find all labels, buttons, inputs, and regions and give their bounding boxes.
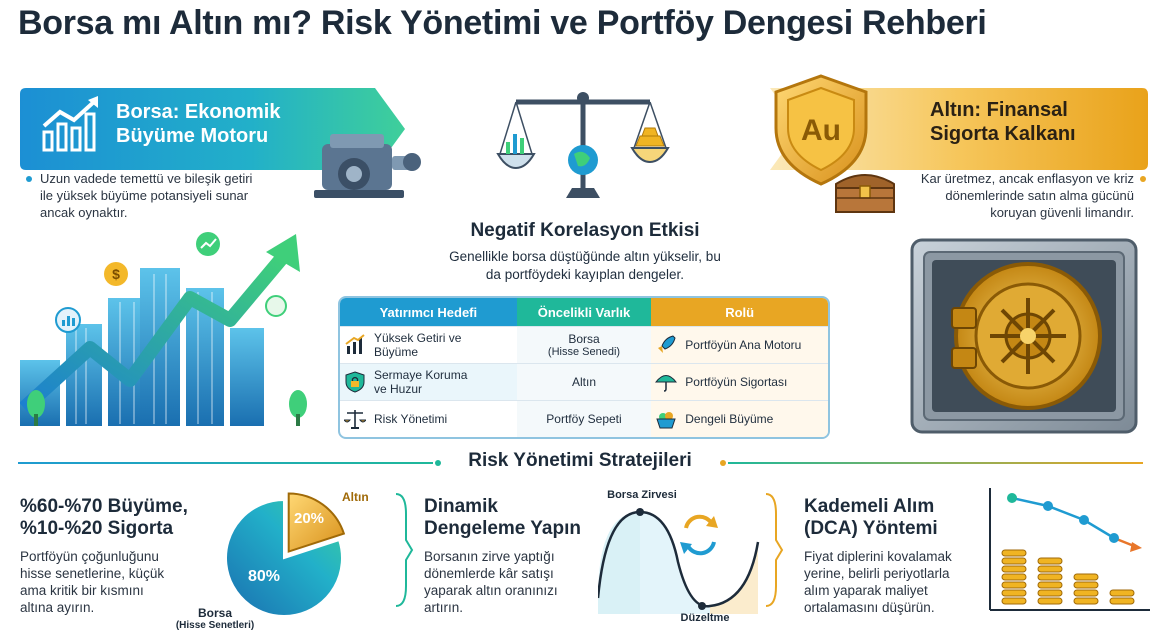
divider-dot: [720, 460, 726, 466]
dca-coins-diagram: [989, 488, 1150, 611]
comparison-table: Yatırımcı Hedefi Öncelikli Varlık Rolü Y…: [338, 296, 830, 439]
chart-icon: [345, 334, 365, 354]
strategy2-desc-3: yaparak altın oranınızı: [424, 583, 558, 598]
allocation-pie-chart: [225, 492, 346, 617]
stock-banner-title-1: Borsa: Ekonomik: [116, 101, 281, 123]
gold-desc-3: koruyan güvenli limandır.: [990, 205, 1134, 220]
correlation-desc-2: da portföydeki kayıplan dengeler.: [485, 267, 685, 282]
gold-desc-1: Kar üretmez, ancak enflasyon ve kriz: [920, 171, 1134, 186]
city-growth-illustration: $: [20, 232, 307, 426]
strategy1-desc-2: hisse senetlerine, küçük: [20, 566, 165, 581]
table-header-goal: Yatırımcı Hedefi: [340, 298, 517, 326]
pie-gold-pct: 20%: [294, 510, 325, 527]
pie-slice-stock: [225, 498, 343, 617]
strategy2-desc-2: dönemlerde kâr satışı: [424, 566, 554, 581]
correlation-desc: Genellikle borsa düştüğünde altın yüksel…: [420, 248, 750, 284]
strategy2-title-1: Dinamik: [424, 496, 498, 517]
goal-line2: ve Huzur: [374, 382, 423, 396]
pie-stock-label-2: (Hisse Senetleri): [175, 620, 255, 631]
role-label: Portföyün Sigortası: [685, 375, 788, 389]
strategy3-desc-2: yerine, belirli periyotlarla: [804, 566, 950, 581]
peak-label: Borsa Zirvesi: [607, 489, 677, 501]
asset-line1: Borsa: [568, 332, 600, 346]
strategy1-desc-4: altına ayırın.: [20, 600, 95, 615]
asset-line2: (Hisse Senedi): [547, 346, 621, 358]
asset-line1: Altın: [571, 375, 596, 389]
pie-stock-pct: 80%: [248, 568, 281, 585]
goal-line1: Sermaye Koruma: [374, 368, 468, 382]
shield-lock-icon: [345, 371, 365, 393]
strategy3-title-2: (DCA) Yöntemi: [804, 518, 938, 539]
strategy1-desc-1: Portföyün çoğunluğunu: [20, 549, 159, 564]
pie-stock-label-1: Borsa: [197, 606, 232, 620]
role-label: Dengeli Büyüme: [685, 412, 774, 426]
svg-text:$: $: [112, 266, 120, 282]
rebalance-wave-diagram: [598, 508, 760, 614]
strategy2-desc-1: Borsanın zirve yaptığı: [424, 549, 555, 564]
page-title: Borsa mı Altın mı? Risk Yönetimi ve Port…: [18, 4, 987, 42]
strategy3-desc-4: ortalamasını düşürün.: [804, 600, 935, 615]
engine-icon: [314, 134, 421, 198]
pie-slice-gold: [287, 492, 346, 553]
scale-icon: [344, 410, 366, 429]
goal-line1: Yüksek Getiri ve: [374, 331, 462, 345]
chevron-right-icon: [765, 493, 784, 607]
umbrella-icon: [655, 375, 678, 392]
strategy2-desc-4: artırın.: [424, 600, 464, 615]
gold-banner-title-1: Altın: Finansal: [930, 99, 1068, 121]
stock-desc-1: Uzun vadede temettü ve bileşik getiri: [40, 171, 253, 186]
balance-scale-icon: [496, 92, 670, 198]
correlation-desc-1: Genellikle borsa düştüğünde altın yüksel…: [449, 249, 721, 264]
stock-banner-title-2: Büyüme Motoru: [116, 125, 269, 147]
goal-line2: Büyüme: [374, 345, 419, 359]
dip-label: Düzeltme: [680, 612, 730, 624]
asset-line1: Portföy Sepeti: [546, 412, 622, 426]
rocket-icon: [658, 335, 676, 353]
treasure-chest-icon: [835, 174, 895, 213]
strategy1-title-2: %10-%20 Sigorta: [20, 518, 174, 539]
pie-gold-label: Altın: [342, 490, 369, 504]
stock-banner: [20, 88, 405, 170]
stock-desc-2: ile yüksek büyüme potansiyeli sunar: [40, 188, 249, 203]
strategy1-title-1: %60-%70 Büyüme,: [20, 496, 188, 517]
table-header-asset: Öncelikli Varlık: [516, 298, 652, 326]
strategies-title: Risk Yönetimi Stratejileri: [468, 450, 692, 471]
chevron-right-icon: [395, 493, 414, 607]
bullet-dot: [26, 176, 32, 182]
gold-shield-icon: [774, 74, 868, 186]
stock-desc-3: ancak oynaktır.: [40, 205, 128, 220]
table-row: Risk Yönetimi Portföy Sepeti Dengeli Büy…: [340, 400, 828, 437]
table-header-role: Rolü: [651, 298, 828, 326]
strategy1-desc-3: ama kritik bir kısmını: [20, 583, 144, 598]
section-divider-right: [728, 462, 1143, 464]
bullet-dot: [1140, 176, 1146, 182]
basket-icon: [656, 412, 676, 429]
role-label: Portföyün Ana Motoru: [685, 338, 802, 352]
strategy3-title-1: Kademeli Alım: [804, 496, 935, 517]
section-divider-left: [18, 462, 433, 464]
divider-dot: [435, 460, 441, 466]
gold-banner-title-2: Sigorta Kalkanı: [930, 123, 1076, 145]
goal-line1: Risk Yönetimi: [374, 412, 448, 426]
correlation-title: Negatif Korelasyon Etkisi: [470, 220, 700, 241]
shield-text: Au: [801, 114, 841, 147]
strategy3-desc-3: alım yaparak maliyet: [804, 583, 928, 598]
gold-desc-2: dönemlerinde satın alma gücünü: [945, 188, 1134, 203]
growth-chart-icon: [42, 96, 98, 152]
strategy3-desc-1: Fiyat diplerini kovalamak: [804, 549, 952, 564]
strategy2-title-2: Dengeleme Yapın: [424, 518, 581, 539]
vault-icon: [910, 238, 1138, 434]
